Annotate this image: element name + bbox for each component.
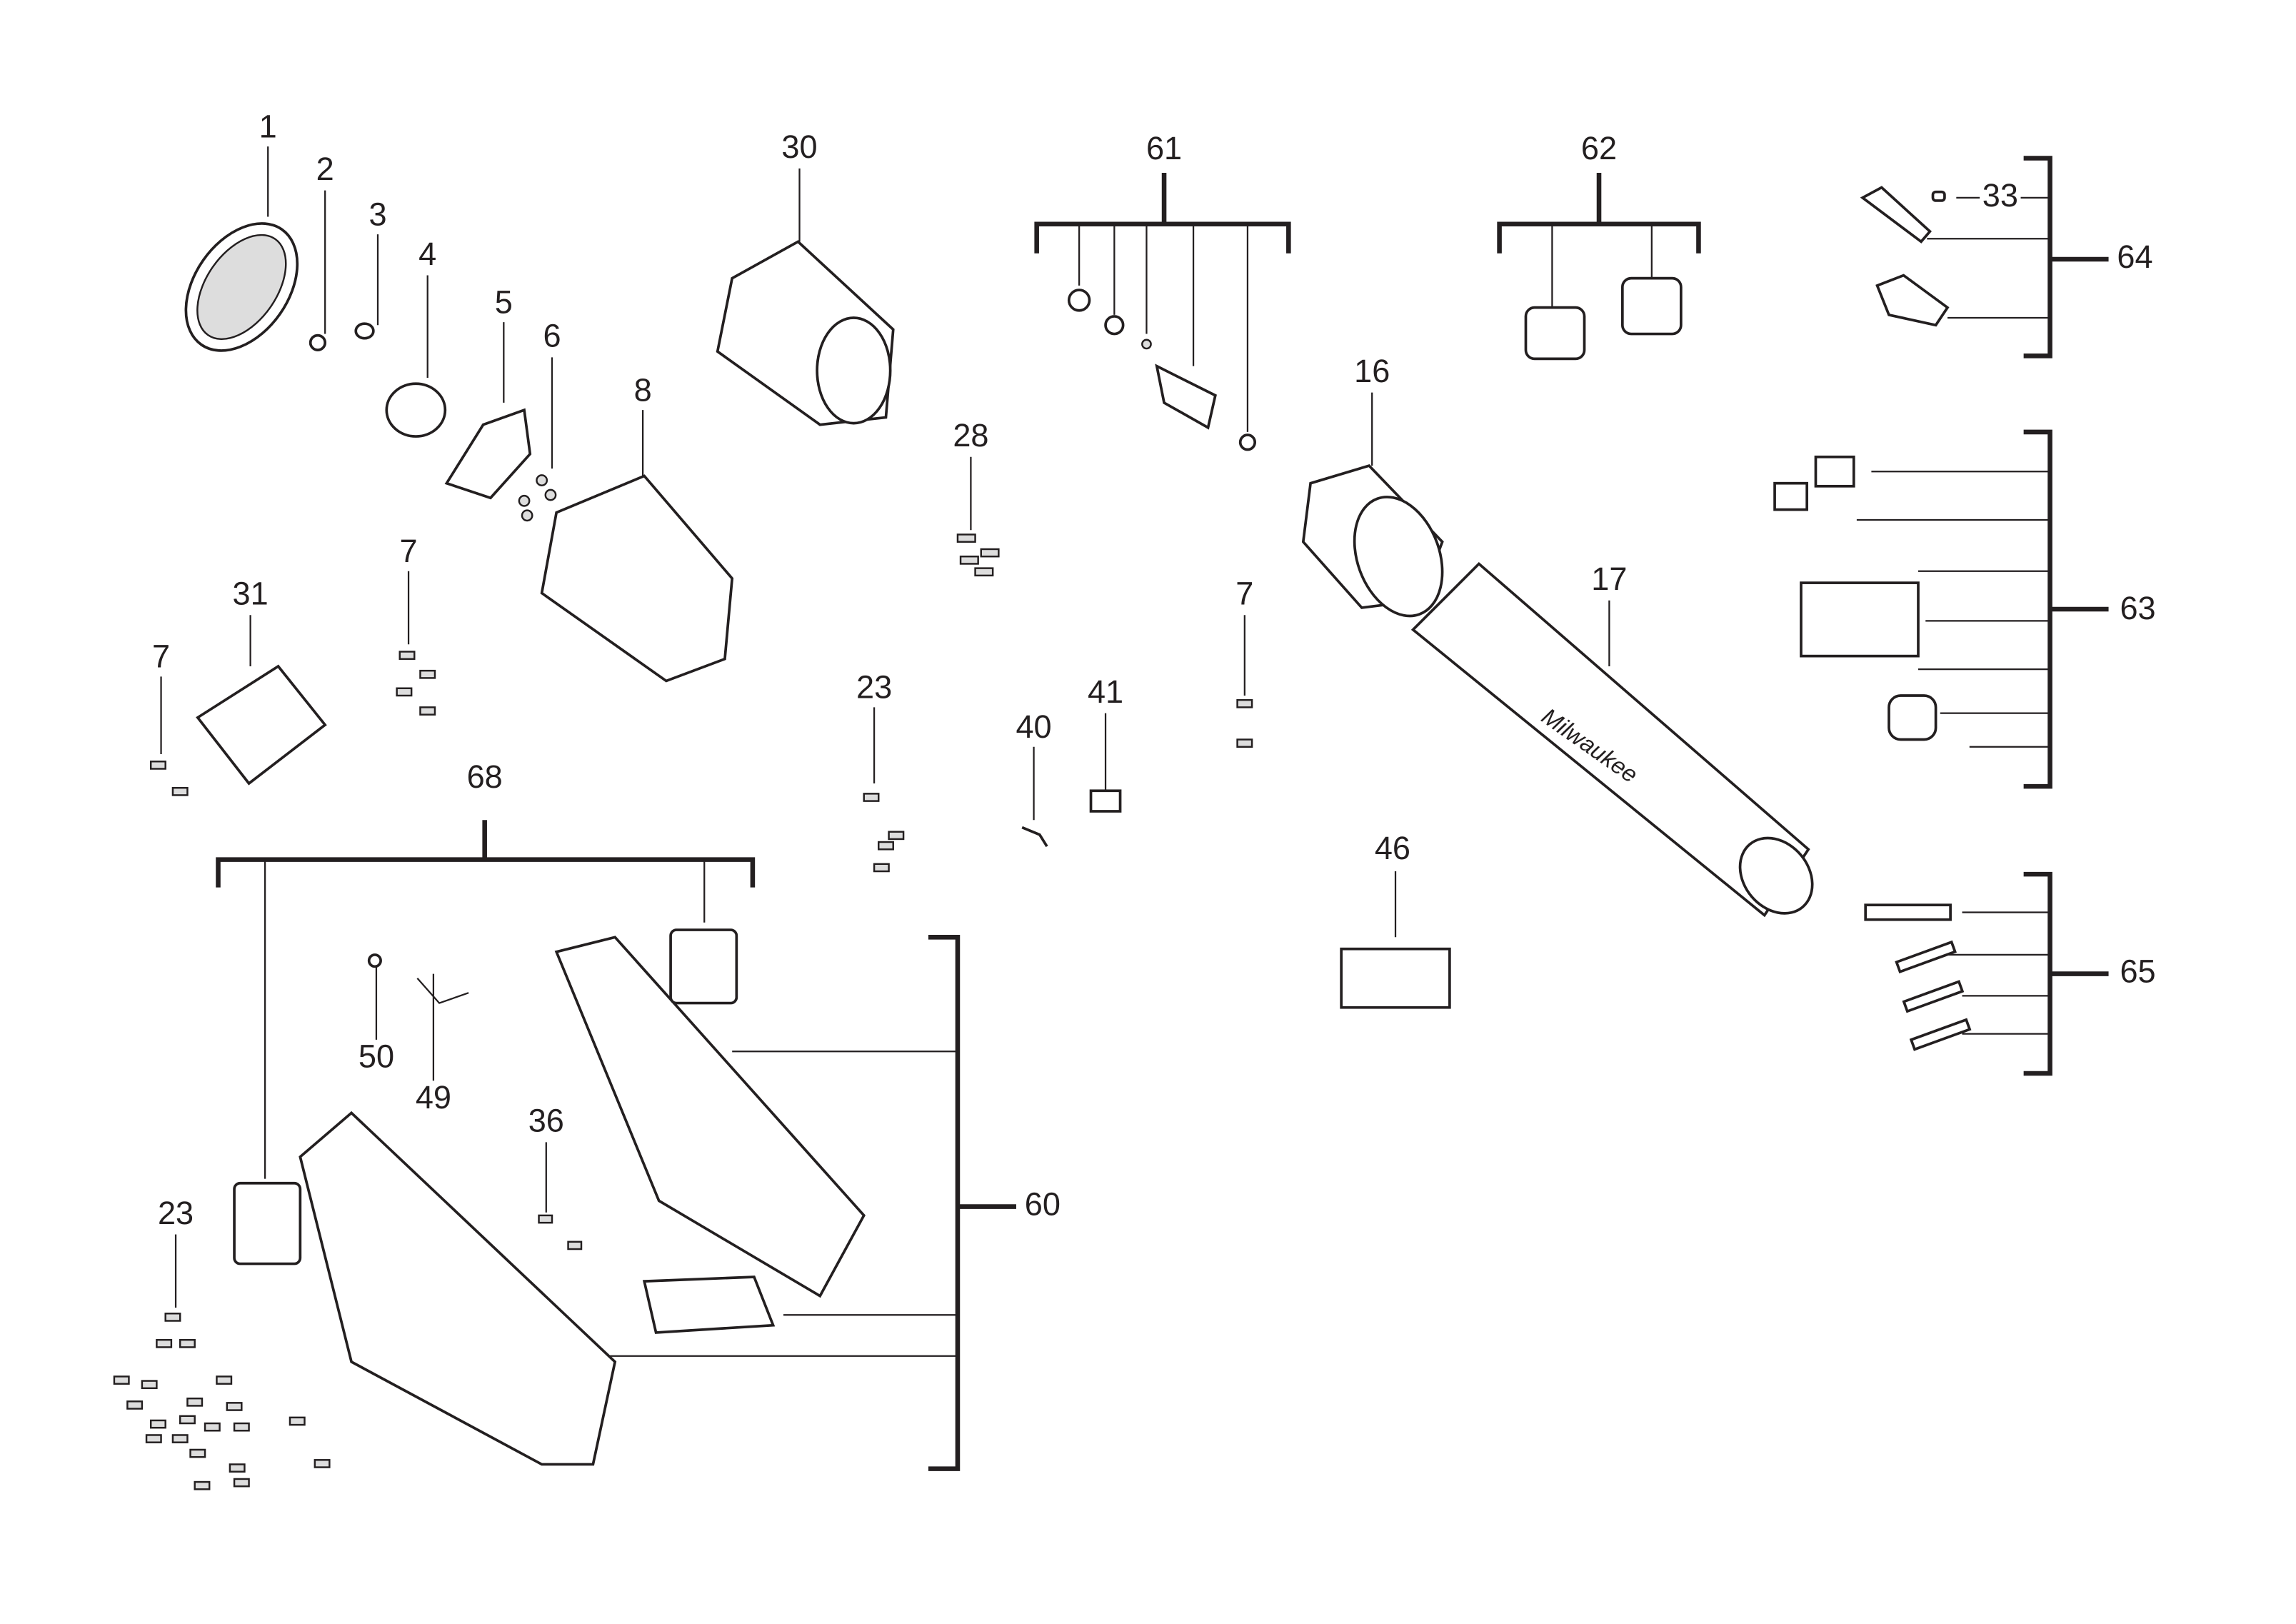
screws-23b bbox=[113, 1313, 331, 1490]
screws-6 bbox=[518, 474, 557, 522]
screws-28 bbox=[956, 533, 1000, 577]
callout-8: 8 bbox=[634, 371, 652, 408]
leader-lines bbox=[160, 146, 1610, 1308]
callout-62: 62 bbox=[1581, 130, 1617, 166]
callout-23: 23 bbox=[158, 1195, 194, 1231]
callout-7: 7 bbox=[400, 533, 418, 569]
callout-6: 6 bbox=[543, 318, 561, 354]
bracket-61 bbox=[1034, 173, 1291, 432]
parts: Milwaukee bbox=[113, 186, 1972, 1490]
screws-36 bbox=[538, 1214, 583, 1250]
callout-7: 7 bbox=[1235, 575, 1253, 611]
spring-49 bbox=[416, 977, 469, 1004]
label-plate bbox=[642, 1275, 776, 1334]
callout-30: 30 bbox=[781, 129, 817, 165]
callout-60: 60 bbox=[1025, 1186, 1061, 1222]
callout-36: 36 bbox=[528, 1103, 564, 1139]
bracket-64 bbox=[1927, 156, 2109, 359]
callout-64: 64 bbox=[2117, 239, 2152, 275]
nozzle-17 bbox=[1410, 561, 1810, 918]
callout-65: 65 bbox=[2120, 953, 2155, 989]
callout-33: 33 bbox=[1982, 177, 2018, 214]
callout-23: 23 bbox=[856, 669, 892, 706]
nut-2 bbox=[309, 334, 327, 351]
callout-40: 40 bbox=[1016, 708, 1051, 745]
part-62b bbox=[1620, 276, 1683, 336]
callout-28: 28 bbox=[953, 417, 988, 453]
screws-23a bbox=[863, 793, 905, 873]
callout-5: 5 bbox=[495, 284, 513, 320]
pcb-63 bbox=[1800, 581, 1920, 658]
callout-17: 17 bbox=[1591, 561, 1627, 597]
label-46 bbox=[1340, 947, 1451, 1009]
callout-7: 7 bbox=[152, 638, 170, 675]
switch-41 bbox=[1089, 789, 1122, 813]
bracket-65 bbox=[1947, 871, 2109, 1076]
callout-61: 61 bbox=[1146, 130, 1182, 166]
callout-50: 50 bbox=[359, 1038, 394, 1074]
housing-half-60 bbox=[554, 936, 866, 1298]
bracket-63 bbox=[1856, 429, 2109, 789]
callout-16: 16 bbox=[1354, 353, 1390, 389]
bracket-part-31 bbox=[196, 664, 327, 786]
callout-31: 31 bbox=[233, 575, 269, 611]
bracket-60 bbox=[603, 935, 1016, 1471]
callout-3: 3 bbox=[369, 196, 386, 232]
callout-63: 63 bbox=[2120, 590, 2155, 626]
callout-46: 46 bbox=[1375, 830, 1410, 866]
sleeve-opening-30 bbox=[816, 316, 892, 425]
bracket-62 bbox=[1497, 173, 1701, 308]
washer-3 bbox=[354, 322, 375, 340]
fan-5 bbox=[444, 408, 532, 500]
bracket-68 bbox=[216, 820, 756, 1179]
cap-4 bbox=[385, 382, 447, 438]
housing-8 bbox=[540, 474, 734, 683]
callout-49: 49 bbox=[416, 1079, 451, 1116]
led-65 bbox=[1864, 903, 1952, 921]
callout-1: 1 bbox=[259, 108, 277, 144]
pin-33 bbox=[1931, 190, 1946, 202]
switch-64 bbox=[1860, 186, 1932, 244]
callout-4: 4 bbox=[418, 236, 436, 272]
callout-68: 68 bbox=[467, 758, 503, 795]
callout-2: 2 bbox=[316, 151, 334, 187]
clip-40 bbox=[1021, 826, 1048, 848]
screw-50 bbox=[367, 953, 382, 968]
armature-61 bbox=[1155, 364, 1217, 430]
housing-half-68 bbox=[299, 1111, 617, 1466]
trigger-64 bbox=[1875, 274, 1950, 327]
part-62a bbox=[1524, 306, 1586, 361]
callout-41: 41 bbox=[1088, 673, 1123, 710]
screws-7 bbox=[149, 651, 1253, 796]
